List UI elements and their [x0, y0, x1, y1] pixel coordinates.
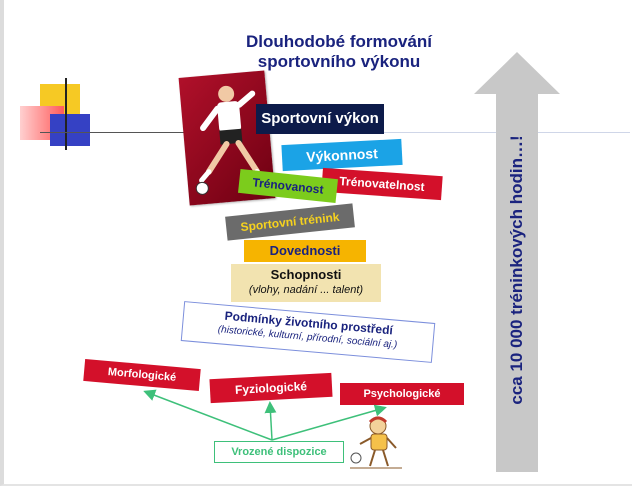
decor-horizontal-line [40, 132, 280, 133]
decor-horizontal-line-faint [280, 132, 630, 133]
decor-vertical-line [65, 78, 67, 150]
up-arrow [474, 52, 560, 472]
label-schopnosti-sub: (vlohy, nadání ... talent) [248, 284, 364, 296]
connector-arrows [143, 389, 387, 441]
label-sportovni-vykon: Sportovní výkon [256, 104, 384, 134]
label-dovednosti: Dovednosti [244, 240, 366, 262]
title-line-1: Dlouhodobé formování [245, 32, 433, 51]
title-line-2: sportovního výkonu [257, 52, 421, 71]
label-psychologicke: Psychologické [340, 383, 464, 405]
decor-blue-square [50, 114, 90, 146]
label-vrozene-dispozice: Vrozené dispozice [214, 441, 344, 463]
diagram-title: Dlouhodobé formování sportovního výkonu [209, 32, 469, 72]
label-schopnosti: Schopnosti (vlohy, nadání ... talent) [231, 264, 381, 302]
child-cartoon-image [350, 416, 402, 469]
label-schopnosti-title: Schopnosti [270, 267, 342, 282]
